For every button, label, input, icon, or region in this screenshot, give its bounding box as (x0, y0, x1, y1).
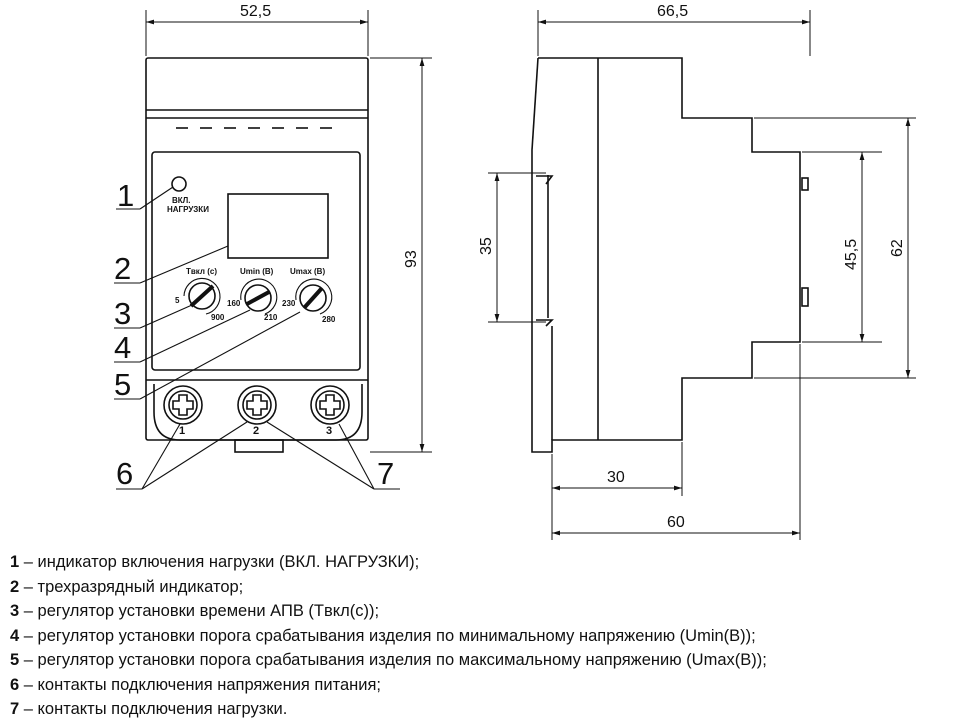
three-digit-display (227, 193, 329, 259)
legend-text: – регулятор установки порога срабатывани… (19, 651, 767, 669)
legend-item: 1 – индикатор включения нагрузки (ВКЛ. Н… (10, 550, 965, 575)
legend-item: 3 – регулятор установки времени АПВ (Tвк… (10, 599, 965, 624)
terminal-1-label: 1 (179, 425, 185, 437)
legend-text: – трехразрядный индикатор; (19, 577, 244, 596)
knob-umin-min: 160 (227, 299, 241, 308)
terminal-3 (310, 385, 350, 425)
legend-item: 6 – контакты подключения напряжения пита… (10, 673, 965, 698)
legend-num: 5 (10, 651, 20, 669)
terminal-1 (163, 385, 203, 425)
legend-text: – контакты подключения нагрузки. (19, 700, 288, 718)
dim-body-height: 62 (889, 239, 906, 257)
legend-num: 2 (10, 577, 20, 596)
dim-total-depth: 60 (667, 514, 685, 531)
knob-title-umin: Umin (В) (240, 267, 274, 276)
dim-rail-depth: 30 (607, 469, 625, 486)
knob-tvkl-min: 5 (175, 296, 180, 305)
knob-umin-max: 210 (264, 313, 278, 322)
legend-text: – регулятор установки порога срабатывани… (19, 626, 756, 645)
callout-4: 4 (114, 330, 131, 365)
knob-title-umax: Umax (В) (290, 267, 325, 276)
callout-6: 6 (116, 456, 133, 491)
legend-num: 7 (10, 700, 20, 718)
legend-num: 3 (10, 602, 20, 620)
front-panel (151, 151, 361, 371)
legend-num: 6 (10, 675, 20, 694)
dim-window-height: 45,5 (843, 239, 860, 270)
legend-text: – регулятор установки времени АПВ (Tвкл(… (19, 602, 380, 620)
callout-5: 5 (114, 367, 131, 402)
callout-1: 1 (117, 178, 134, 213)
knob-title-tvkl: Tвкл (с) (186, 267, 217, 276)
callout-7: 7 (377, 456, 394, 491)
dim-rail-height: 35 (478, 237, 495, 255)
indicator-label-line2: НАГРУЗКИ (167, 205, 209, 214)
callout-3: 3 (114, 296, 131, 331)
legend-text: – контакты подключения напряжения питани… (19, 675, 381, 694)
technical-drawing: ВКЛ. НАГРУЗКИ Tвкл (с) Umin (В) Umax (В)… (114, 3, 916, 540)
load-indicator-led (171, 176, 187, 192)
knob-tvkl (183, 277, 221, 315)
terminal-2 (237, 385, 277, 425)
indicator-label-line1: ВКЛ. (172, 196, 191, 205)
legend-num: 4 (10, 626, 20, 645)
knob-umin (240, 278, 278, 315)
knob-umax-min: 230 (282, 299, 296, 308)
legend-item: 4 – регулятор установки порога срабатыва… (10, 624, 965, 649)
legend-list: 1 – индикатор включения нагрузки (ВКЛ. Н… (10, 550, 965, 722)
knob-umax-max: 280 (322, 315, 336, 324)
terminal-3-label: 3 (326, 425, 332, 437)
side-view: 66,5 35 45,5 62 30 60 (478, 3, 916, 540)
legend-item: 5 – регулятор установки порога срабатыва… (10, 648, 965, 673)
legend-num: 1 (10, 553, 20, 571)
legend-text: – индикатор включения нагрузки (ВКЛ. НАГ… (19, 553, 420, 571)
legend-item: 2 – трехразрядный индикатор; (10, 575, 965, 600)
dim-front-height: 93 (403, 250, 420, 268)
legend-item: 7 – контакты подключения нагрузки. (10, 697, 965, 722)
callouts: 1 2 3 4 5 6 7 (114, 178, 400, 491)
knob-umax (295, 278, 333, 315)
callout-2: 2 (114, 251, 131, 286)
dim-side-depth: 66,5 (657, 3, 688, 20)
knob-tvkl-max: 900 (211, 313, 225, 322)
terminal-2-label: 2 (253, 425, 259, 437)
dim-front-width: 52,5 (240, 3, 271, 20)
front-view: ВКЛ. НАГРУЗКИ Tвкл (с) Umin (В) Umax (В)… (145, 3, 432, 453)
